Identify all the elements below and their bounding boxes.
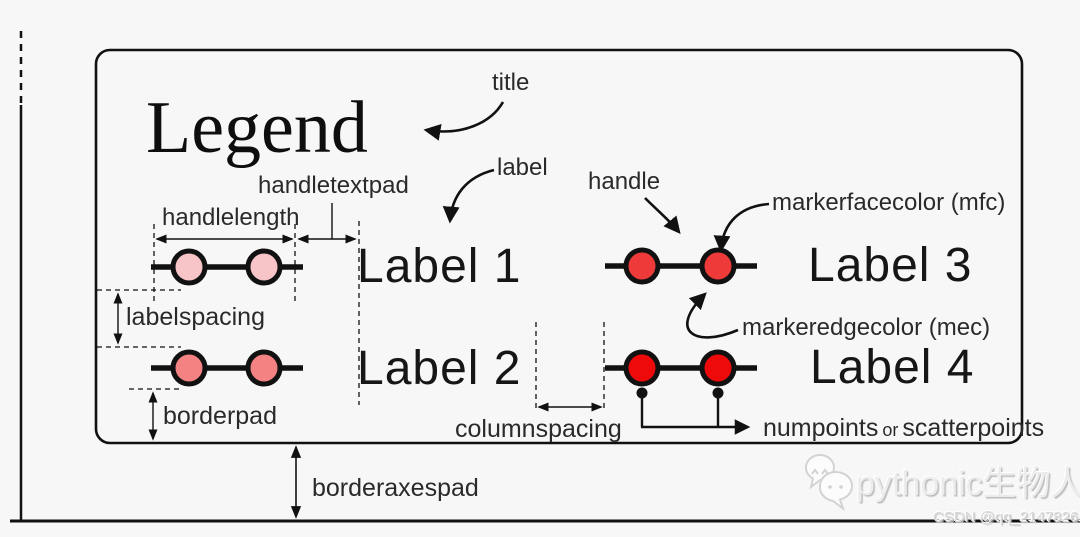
label1-marker-1 xyxy=(170,248,208,286)
label3-marker-1 xyxy=(623,247,661,285)
watermark-credit: CSDN @qq_21478261 xyxy=(933,509,1080,526)
annotation-title: title xyxy=(492,69,530,96)
annotation-handletextpad: handletextpad xyxy=(258,172,409,199)
label4-marker-2 xyxy=(699,349,737,387)
annotation-markeredgecolor: markeredgecolor (mec) xyxy=(742,314,991,341)
annotation-handle: handle xyxy=(588,168,661,195)
legend-title: Legend xyxy=(146,87,368,169)
handle-arrow xyxy=(644,197,681,234)
scatterpoints-word: scatterpoints xyxy=(902,414,1045,442)
annotation-borderpad: borderpad xyxy=(163,402,277,430)
label1-marker-2 xyxy=(245,248,283,286)
handle-label1 xyxy=(151,248,303,286)
legend-entry-label-1: Label 1 xyxy=(357,240,522,293)
markerfacecolor-arrow xyxy=(713,202,770,253)
numpoints-bracket xyxy=(636,387,751,435)
annotation-handlelength: handlelength xyxy=(162,204,300,231)
label4-marker-1 xyxy=(623,349,661,387)
handle-label2 xyxy=(151,349,303,387)
label-arrow xyxy=(442,168,495,224)
label2-marker-1 xyxy=(170,349,208,387)
title-arrow xyxy=(423,101,505,141)
numpoints-word: numpoints xyxy=(763,414,879,442)
legend-entry-label-2: Label 2 xyxy=(357,342,522,395)
markeredgecolor-arrow xyxy=(686,292,739,339)
watermark-brand: pythonic生物人 xyxy=(856,465,1080,503)
wechat-icon xyxy=(805,454,853,512)
label2-marker-2 xyxy=(245,349,283,387)
annotation-label: label xyxy=(497,154,548,181)
annotation-markerfacecolor: markerfacecolor (mfc) xyxy=(772,189,1006,216)
annotation-borderaxespad: borderaxespad xyxy=(312,474,479,502)
label3-marker-2 xyxy=(699,247,737,285)
or-word: or xyxy=(882,420,899,440)
legend-entry-label-3: Label 3 xyxy=(808,239,973,292)
legend-frame xyxy=(94,48,1024,445)
annotation-columnspacing: columnspacing xyxy=(455,415,622,443)
handle-label4 xyxy=(605,349,757,387)
legend-entry-label-4: Label 4 xyxy=(810,341,975,394)
annotation-labelspacing: labelspacing xyxy=(126,303,265,331)
